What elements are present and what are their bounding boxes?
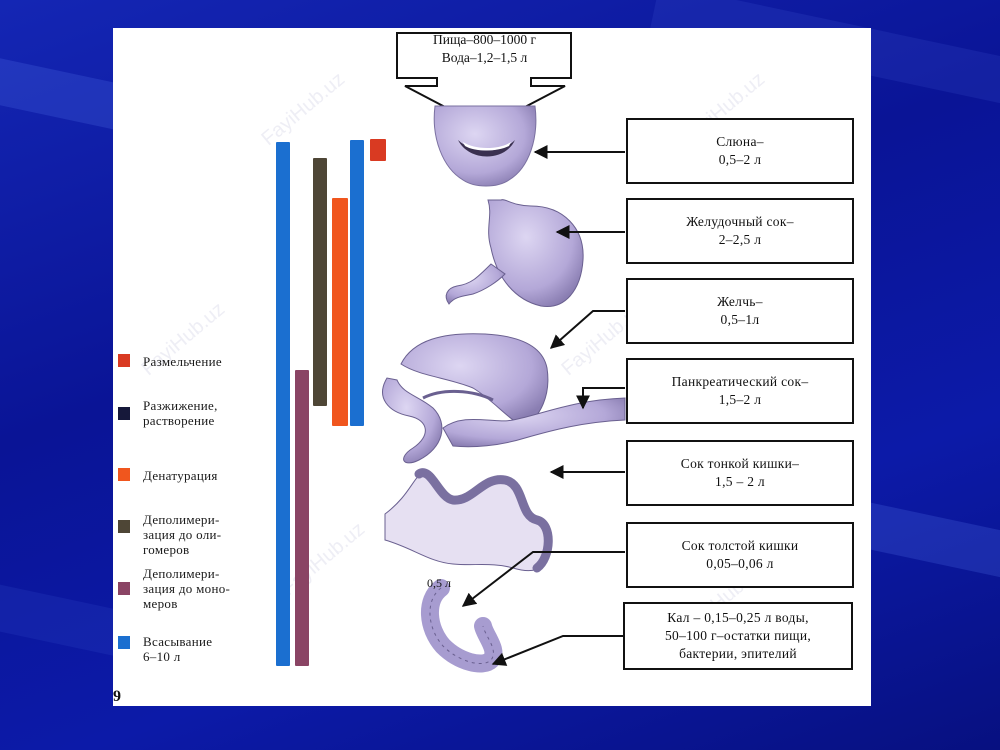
diagram-panel: FayiHub.uz FayiHub.uz FayiHub.uz FayiHub…: [113, 28, 871, 706]
grinding-bar: [370, 139, 386, 161]
small-intestine-icon: [384, 468, 553, 573]
secretion-pancreatic-juice-box: Панкреатический сок– 1,5–2 л: [626, 358, 854, 424]
secretion-saliva-box: Слюна– 0,5–2 л: [626, 118, 854, 184]
colon-volume-label: 0,5 л: [427, 576, 451, 590]
feces-box: Кал – 0,15–0,25 л воды, 50–100 г–остатки…: [623, 602, 853, 670]
denaturation-bar: [332, 198, 348, 426]
absorption-bar: [276, 142, 290, 666]
pancreas-icon: [382, 377, 626, 464]
legend-swatch: [118, 520, 130, 533]
liver-icon: [400, 333, 549, 427]
page-number: 9: [113, 688, 121, 705]
depolymerization-oligomers-bar: [313, 158, 327, 406]
large-intestine-icon: [420, 579, 503, 673]
legend-label: Всасывание 6–10 л: [143, 634, 213, 664]
secretion-small-intestine-juice-box: Сок тонкой кишки– 1,5 – 2 л: [626, 440, 854, 506]
secretion-large-intestine-juice-box: Сок толстой кишки 0,05–0,06 л: [626, 522, 854, 588]
legend-label: Денатурация: [143, 468, 218, 483]
secretion-bile-box: Желчь– 0,5–1л: [626, 278, 854, 344]
secretion-gastric-juice-box: Желудочный сок– 2–2,5 л: [626, 198, 854, 264]
face-icon: [433, 105, 537, 187]
digestive-tract-illustration: [382, 32, 626, 673]
legend-label: Разжижение, растворение: [143, 398, 218, 428]
liquefaction-bar: [350, 140, 364, 426]
legend-swatch: [118, 407, 130, 420]
intake-label: Пища–800–1000 г Вода–1,2–1,5 л: [432, 32, 537, 65]
legend-swatch: [118, 636, 130, 649]
legend-swatch: [118, 468, 130, 481]
legend-label: Деполимери- зация до оли- гомеров: [143, 512, 222, 557]
depolymerization-monomers-bar: [295, 370, 309, 666]
legend-swatch: [118, 582, 130, 595]
legend-label: Деполимери- зация до моно- меров: [143, 566, 231, 611]
legend-label: Размельчение: [143, 354, 222, 369]
stomach-icon: [445, 199, 584, 307]
legend-swatch: [118, 354, 130, 367]
